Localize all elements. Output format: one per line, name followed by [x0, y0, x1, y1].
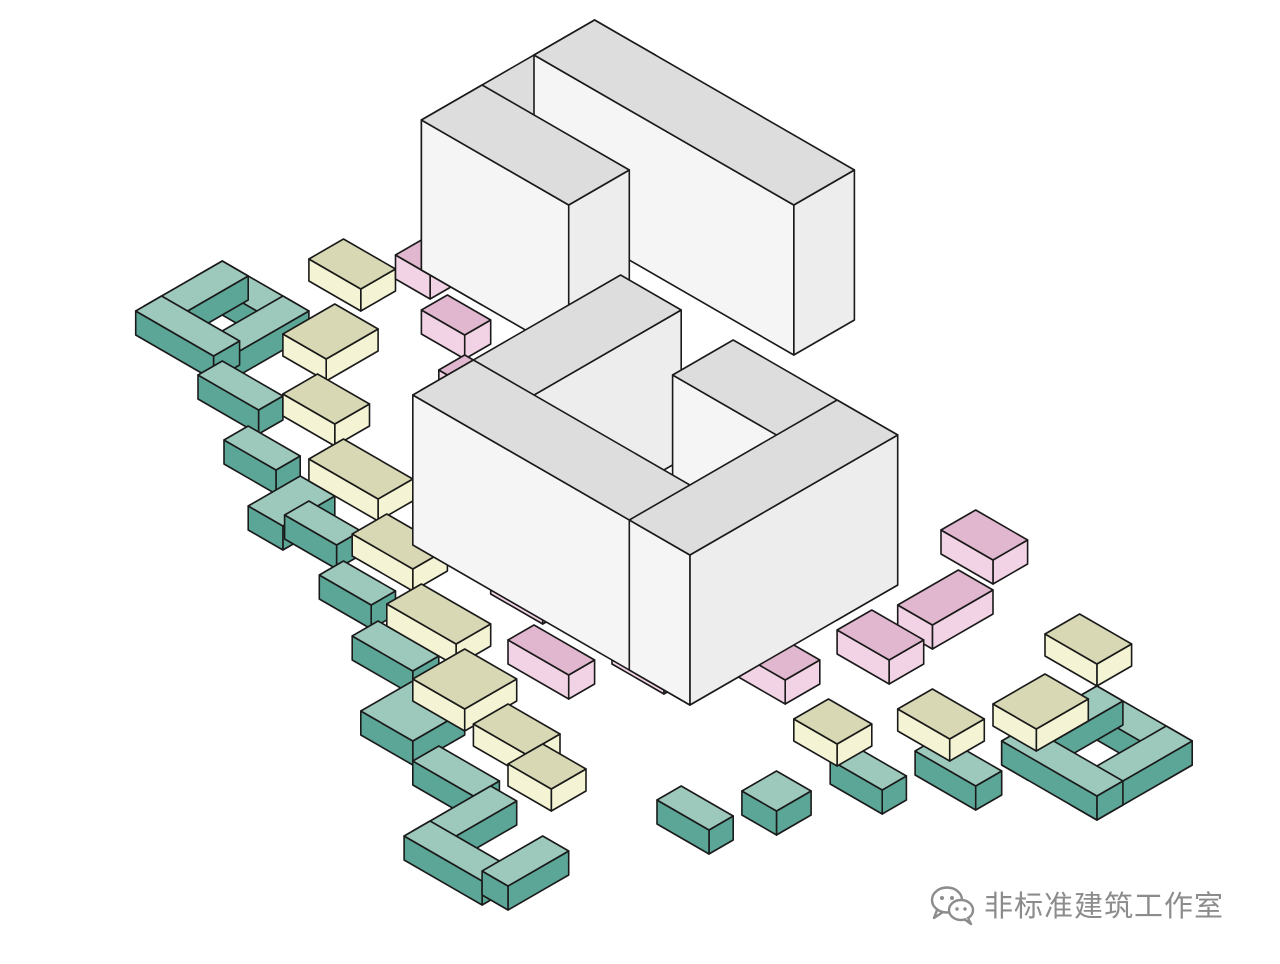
teal-block-4-top [197, 360, 284, 411]
building-a-part-2-top [420, 84, 631, 206]
teal-block-3-top [134, 295, 241, 357]
yellow-platform-10-top [792, 698, 873, 745]
teal-block-18-top [741, 770, 812, 812]
pink-piece-1-top [420, 294, 492, 336]
yellow-platform-6-top [1044, 613, 1133, 665]
ground-level-teal-blocks [134, 260, 1193, 911]
yellow-platform-9-top [896, 688, 986, 740]
yellow-platform-7-top [411, 648, 518, 710]
teal-block-19-top [656, 785, 735, 831]
yellow-platform-1-top [282, 303, 379, 360]
pink-piece-7-top [896, 569, 994, 626]
deck-level-yellow-platforms [282, 238, 1133, 812]
yellow-platform-5-top [385, 583, 492, 645]
white-building-masses [411, 19, 899, 706]
wechat-icon [930, 886, 975, 926]
yellow-platform-8-top [992, 673, 1090, 730]
building-a-part-1-top [533, 19, 856, 206]
yellow-platform-12-top [507, 743, 587, 790]
teal-block-22-top [481, 835, 570, 887]
pink-piece-8-top [836, 609, 925, 661]
yellow-platform-0-top [308, 238, 397, 290]
watermark: 非标准建筑工作室 [928, 882, 1224, 926]
building-b-part-3-top [628, 399, 899, 556]
yellow-platform-2-top [282, 373, 371, 425]
teal-block-5-top [223, 425, 302, 471]
yellow-platform-3-top [308, 438, 414, 500]
pink-piece-5-top [940, 509, 1029, 561]
watermark-text: 非标准建筑工作室 [984, 889, 1225, 923]
pink-piece-10-top [507, 624, 596, 676]
teal-block-8-top [318, 560, 397, 606]
teal-block-7-top [283, 500, 362, 546]
